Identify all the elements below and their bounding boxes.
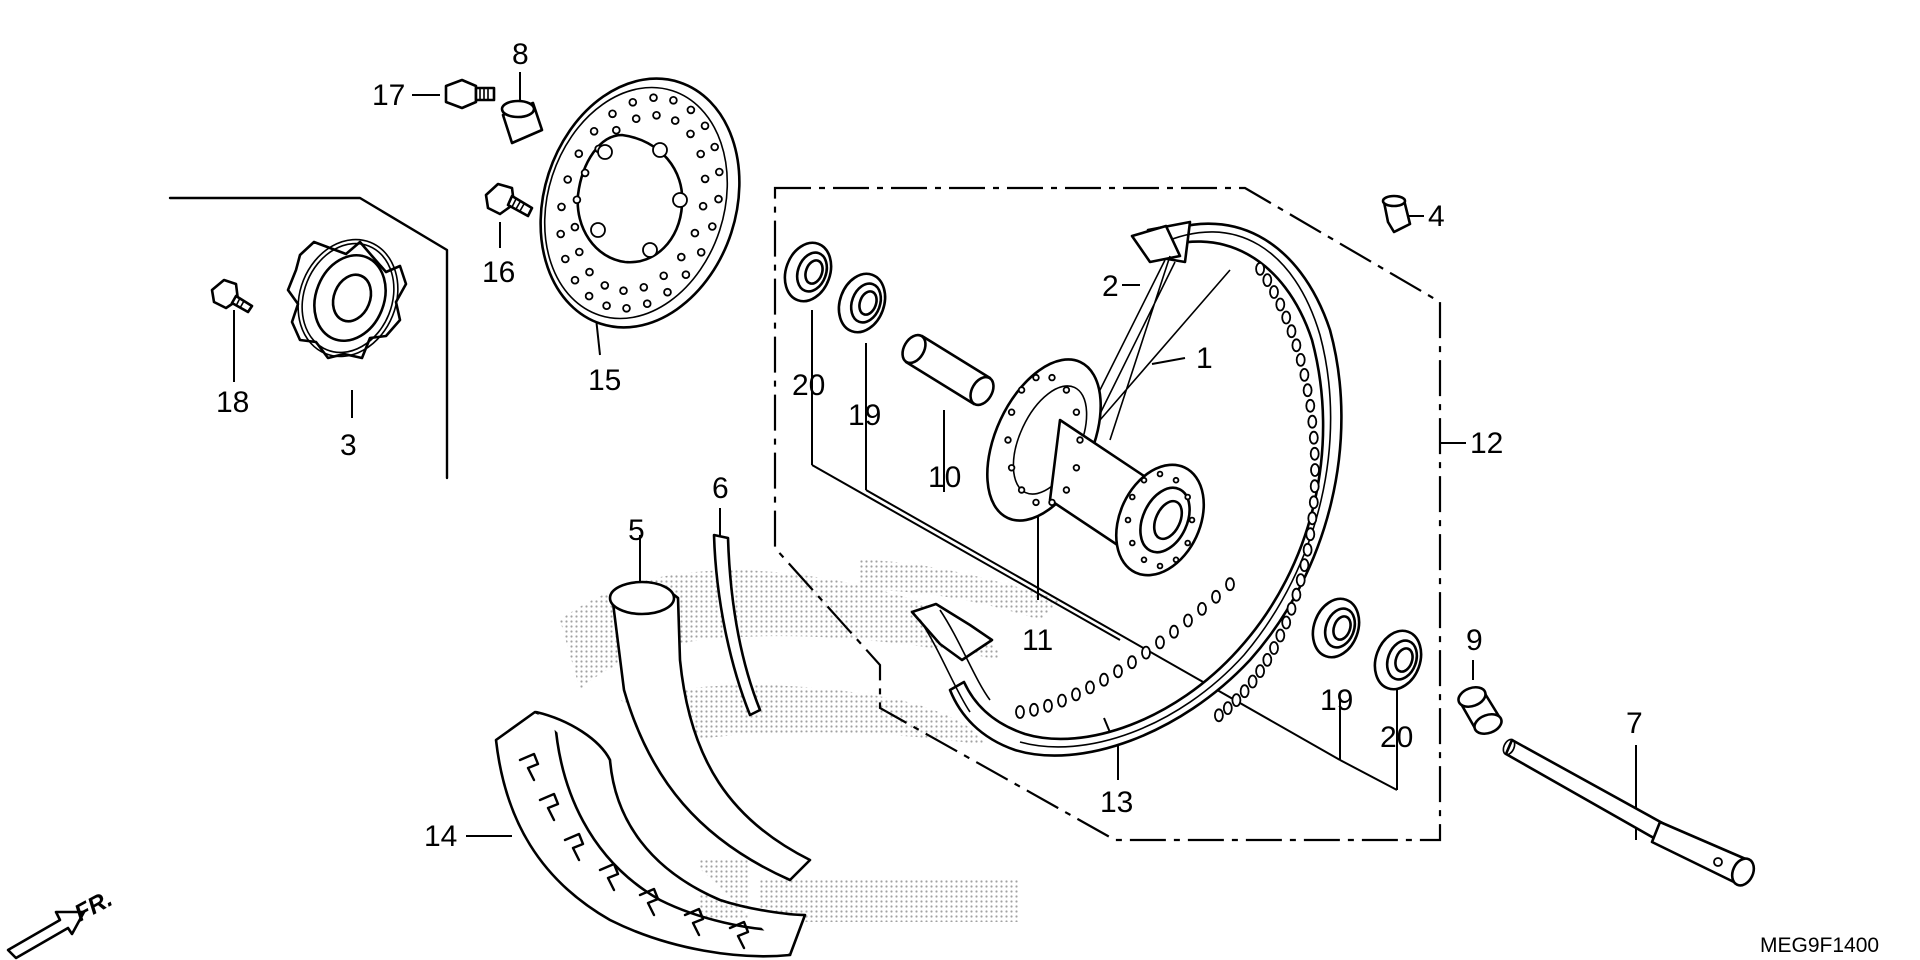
part-6-rim-band-icon bbox=[712, 533, 762, 717]
callout-8: 8 bbox=[512, 38, 529, 71]
part-15-brake-disc-icon bbox=[539, 77, 741, 329]
callout-16: 16 bbox=[482, 256, 515, 289]
callouts: 1 2 3 4 5 6 7 8 9 10 11 12 13 14 15 16 1… bbox=[216, 38, 1643, 853]
part-19-bearing-left-icon bbox=[837, 272, 887, 334]
callout-14: 14 bbox=[424, 820, 457, 853]
callout-17: 17 bbox=[372, 79, 405, 112]
part-11-hub-icon bbox=[986, 358, 1206, 577]
callout-15: 15 bbox=[588, 364, 621, 397]
callout-9: 9 bbox=[1466, 624, 1483, 657]
callout-7: 7 bbox=[1626, 707, 1643, 740]
part-3-pulser-ring-icon bbox=[286, 238, 408, 360]
callout-13: 13 bbox=[1100, 786, 1133, 819]
callout-12: 12 bbox=[1470, 427, 1503, 460]
callout-19-right: 19 bbox=[1320, 684, 1353, 717]
callout-10: 10 bbox=[928, 461, 961, 494]
front-direction-arrow-icon: FR. bbox=[6, 885, 117, 960]
part-20-bearing-left-icon bbox=[783, 241, 833, 303]
part-13-rim-icon bbox=[910, 220, 1343, 757]
group-boundary-line bbox=[168, 196, 449, 480]
part-9-side-collar-icon bbox=[1457, 685, 1503, 736]
callout-18: 18 bbox=[216, 386, 249, 419]
callout-6: 6 bbox=[712, 472, 729, 505]
part-19-bearing-right-icon bbox=[1311, 597, 1361, 659]
callout-5: 5 bbox=[628, 514, 645, 547]
part-20-bearing-right-icon bbox=[1373, 629, 1423, 691]
part-5-inner-tube-icon bbox=[608, 580, 812, 882]
part-18-bolt-icon bbox=[210, 278, 254, 314]
callout-3: 3 bbox=[340, 429, 357, 462]
part-14-tire-icon bbox=[494, 710, 807, 958]
leader-lines bbox=[233, 72, 1637, 840]
diagram-code: MEG9F1400 bbox=[1760, 934, 1879, 957]
callout-2: 2 bbox=[1102, 270, 1119, 303]
part-7-front-axle-icon bbox=[1502, 738, 1756, 887]
part-10-distance-collar-icon bbox=[901, 333, 995, 407]
wheel-assembly-outline bbox=[773, 186, 1442, 842]
callout-20-left: 20 bbox=[792, 369, 825, 402]
callout-1: 1 bbox=[1196, 342, 1213, 375]
callout-4: 4 bbox=[1428, 200, 1445, 233]
part-17-flange-bolt-icon bbox=[444, 78, 496, 110]
callout-20-right: 20 bbox=[1380, 721, 1413, 754]
part-1-2-spokes-icon bbox=[1084, 255, 1231, 441]
callout-19-left: 19 bbox=[848, 399, 881, 432]
part-16-disc-bolt-icon bbox=[484, 182, 534, 218]
part-4-valve-cap-icon bbox=[1381, 194, 1412, 234]
part-8-collar-icon bbox=[500, 99, 544, 145]
callout-11: 11 bbox=[1022, 624, 1053, 657]
